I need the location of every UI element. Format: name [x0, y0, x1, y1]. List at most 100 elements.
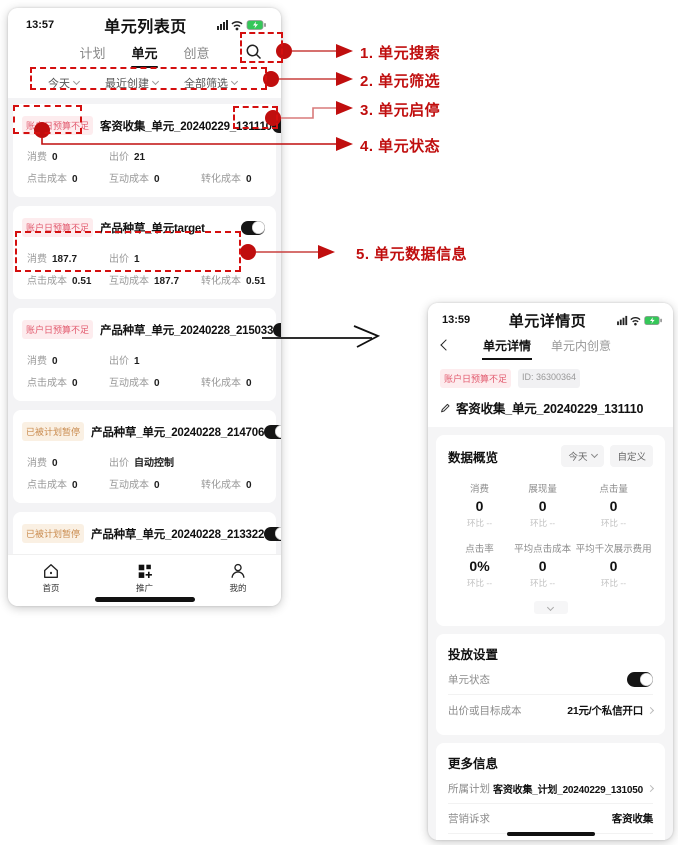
- detail-tabs: 单元详情 单元内创意: [428, 331, 673, 360]
- promote-grid-icon: [138, 564, 152, 579]
- search-icon: [246, 44, 262, 60]
- status-badge: 已被计划暂停: [22, 524, 85, 543]
- annotation-arrowhead-2: [336, 72, 353, 86]
- metric: 点击率 0% 环比 --: [465, 544, 494, 588]
- entity-tabs: 计划 单元 创意: [8, 36, 281, 68]
- nav-promote[interactable]: 推广: [136, 562, 154, 594]
- home-indicator: [94, 597, 195, 602]
- status-time: 13:57: [26, 19, 55, 31]
- tab-creative[interactable]: 创意: [183, 45, 210, 61]
- chevron-down-icon: [591, 450, 599, 459]
- chevron-right-icon: [646, 706, 655, 714]
- badge-row: 账户日预算不足 ID: 36300364: [428, 359, 673, 388]
- nav-profile[interactable]: 我的: [229, 562, 247, 594]
- status-badge: 账户日预算不足: [22, 116, 94, 135]
- chevron-down-icon: [546, 603, 555, 611]
- metrics-grid: 消费 0 环比 -- 展现量 0 环比 -- 点击量 0 环比 -- 点击率 0…: [448, 481, 653, 589]
- edit-pencil-icon[interactable]: [440, 402, 451, 413]
- unit-name: 产品种草_单元_20240228_213322: [91, 528, 265, 541]
- detail-header: 13:59 单元详情页 单元详情: [428, 303, 673, 427]
- nav-home[interactable]: 首页: [42, 562, 60, 594]
- bottom-nav: 首页 推广 我的: [8, 554, 281, 606]
- custom-range-button[interactable]: 自定义: [610, 445, 653, 467]
- date-range-button[interactable]: 今天: [561, 445, 605, 467]
- section-title: 投放设置: [448, 648, 499, 662]
- unit-id-badge: ID: 36300364: [518, 369, 581, 388]
- search-button[interactable]: [241, 39, 267, 65]
- home-indicator: [506, 832, 595, 836]
- annotation-label-3: 3. 单元启停: [360, 102, 441, 119]
- annotation-label-5: 5. 单元数据信息: [356, 246, 468, 263]
- page-title: 单元详情页: [508, 312, 587, 330]
- unit-toggle[interactable]: [273, 322, 281, 337]
- status-time: 13:59: [442, 314, 471, 326]
- annotation-arrowhead-1: [336, 44, 353, 58]
- status-icons: [611, 315, 663, 326]
- status-badge: 账户日预算不足: [22, 218, 94, 237]
- chevron-down-icon: [151, 77, 160, 86]
- metric: 平均点击成本 0 环比 --: [514, 544, 572, 588]
- tab-unit-detail[interactable]: 单元详情: [482, 334, 533, 360]
- signal-wifi-battery-icons: [217, 20, 266, 31]
- delivery-settings-card: 投放设置 单元状态 出价或目标成本 21元/个私信开口: [436, 634, 665, 735]
- tab-unit[interactable]: 单元: [129, 39, 159, 68]
- status-icons: [215, 19, 267, 31]
- annotation-arrowhead-3: [336, 101, 353, 115]
- tab-unit-creative[interactable]: 单元内创意: [551, 338, 612, 353]
- plan-row[interactable]: 所属计划 客资收集_计划_20240229_131050: [448, 774, 655, 804]
- unit-status-row: 单元状态: [448, 665, 653, 695]
- page-title: 单元列表页: [104, 19, 187, 36]
- unit-toggle[interactable]: [264, 424, 281, 439]
- more-info-card: 更多信息 所属计划 客资收集_计划_20240229_131050 营销诉求 客…: [436, 743, 665, 840]
- expand-button[interactable]: [533, 601, 568, 614]
- unit-toggle[interactable]: [271, 118, 281, 133]
- status-badge: 账户日预算不足: [440, 369, 512, 388]
- chevron-down-icon: [230, 77, 239, 86]
- annotation-label-2: 2. 单元筛选: [360, 73, 441, 90]
- filter-sort[interactable]: 最近创建: [105, 75, 160, 91]
- filter-bar: 今天 最近创建 全部筛选: [8, 68, 281, 98]
- unit-toggle[interactable]: [264, 526, 281, 541]
- unit-name: 产品种草_单元target: [100, 222, 205, 235]
- status-badge: 账户日预算不足: [22, 320, 94, 339]
- section-title: 数据概览: [448, 450, 499, 465]
- unit-name: 客资收集_单元_20240229_131110: [456, 402, 644, 416]
- signal-wifi-battery-icons: [617, 315, 662, 325]
- bid-row[interactable]: 出价或目标成本 21元/个私信开口: [448, 695, 655, 725]
- annotation-line-3: [281, 107, 336, 119]
- person-icon: [231, 563, 245, 578]
- metric: 展现量 0 环比 --: [528, 484, 557, 528]
- unit-name: 客资收集_单元_20240229_131110: [100, 120, 272, 133]
- unit-toggle[interactable]: [241, 220, 265, 235]
- unit-name: 产品种草_单元_20240228_215033: [100, 324, 274, 337]
- status-badge: 已被计划暂停: [22, 422, 85, 441]
- back-icon[interactable]: [440, 339, 452, 351]
- annotation-label-1: 1. 单元搜索: [360, 45, 441, 62]
- unit-list-page: 13:57 单元列表页 计划 单元 创意: [8, 8, 281, 606]
- unit-card[interactable]: 已被计划暂停 产品种草_单元_20240228_213322 消费0 出价1 点…: [13, 512, 281, 554]
- unit-title-row: 客资收集_单元_20240229_131110: [428, 388, 673, 417]
- marketing-goal-row: 营销诉求 客资收集: [448, 804, 653, 834]
- home-icon: [44, 564, 58, 578]
- annotation-arrowhead-5: [318, 245, 335, 259]
- filter-all[interactable]: 全部筛选: [184, 75, 239, 91]
- unit-status-toggle[interactable]: [627, 672, 653, 687]
- tab-plan[interactable]: 计划: [79, 45, 106, 61]
- section-title: 更多信息: [448, 757, 499, 771]
- metric: 消费 0 环比 --: [467, 484, 493, 528]
- annotation-arrowhead-4: [336, 137, 353, 151]
- chevron-right-icon: [646, 784, 655, 793]
- metric: 平均千次展示费用 0 环比 --: [575, 544, 652, 588]
- filter-date[interactable]: 今天: [48, 75, 81, 91]
- data-overview-card: 数据概览 今天 自定义 消费 0 环比 -- 展现量 0 环比 -- 点击量 0: [436, 435, 665, 626]
- status-bar: 13:57 单元列表页: [8, 8, 281, 36]
